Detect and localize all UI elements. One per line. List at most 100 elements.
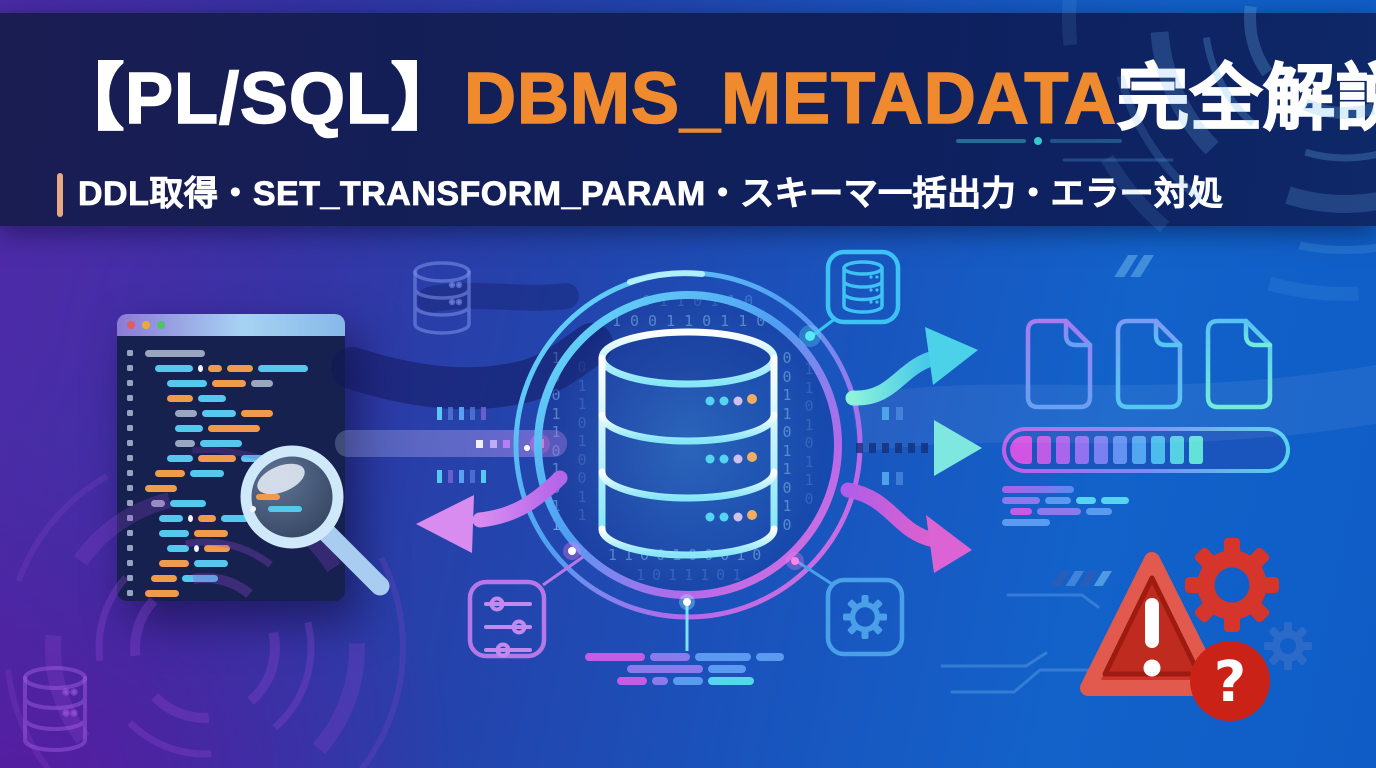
- code-segment: [1076, 497, 1096, 504]
- page-title: 【PL/SQL】DBMS_METADATA完全解説: [51, 57, 1376, 141]
- code-segment: [1045, 497, 1071, 504]
- code-segment: [194, 530, 228, 537]
- code-segment: [241, 455, 269, 462]
- title-highlight: DBMS_METADATA: [463, 58, 1117, 140]
- binary-column: 1 0 0 1 1 0 1 0 1 1: [551, 349, 561, 534]
- warning-triangle-icon: [1080, 552, 1224, 696]
- title-suffix: 完全解説: [1116, 58, 1376, 140]
- progress-segment: [1189, 436, 1203, 464]
- code-segment: [159, 515, 183, 522]
- code-line: [585, 653, 784, 661]
- code-segment: [155, 365, 193, 372]
- gutter-mark: [127, 545, 133, 551]
- progress-bar: [1002, 427, 1290, 473]
- code-segment: [204, 545, 230, 552]
- binary-column: 0 1 1 0 1 0 0 1 1: [577, 358, 587, 524]
- code-line: [167, 545, 335, 552]
- code-line: [1002, 486, 1129, 493]
- code-segment: [1002, 519, 1050, 526]
- code-segment: [1002, 486, 1074, 493]
- code-segment: [585, 653, 645, 661]
- code-segment: [198, 395, 226, 402]
- code-segment: [200, 440, 242, 447]
- code-segment: [221, 515, 249, 522]
- connector-gear-box: [786, 552, 833, 586]
- traffic-light-dot: [157, 321, 165, 329]
- gutter-mark: [127, 530, 133, 536]
- arrow-out-bottom: [840, 482, 972, 573]
- code-segment: [212, 380, 246, 387]
- slash-marks: [1051, 571, 1112, 586]
- code-segment: [673, 677, 703, 685]
- code-line: [155, 470, 335, 477]
- sliders-box-icon: [467, 579, 547, 659]
- traffic-light-dot: [127, 321, 135, 329]
- code-segment: [151, 575, 177, 582]
- output-log-lines-bottom: [585, 653, 784, 689]
- light-swoosh: [850, 364, 1376, 453]
- binary-arc: 1011101: [636, 566, 749, 584]
- database-box-icon: [825, 249, 901, 325]
- arrow-out-top: [845, 327, 978, 406]
- code-segment: [175, 425, 203, 432]
- code-segment: [617, 677, 647, 685]
- document-icon-1: [1025, 318, 1093, 410]
- code-line: [145, 350, 335, 357]
- gutter-mark: [127, 410, 133, 416]
- arrow-return-left: [416, 470, 568, 553]
- code-segment: [167, 380, 207, 387]
- code-segment: [1010, 508, 1032, 515]
- code-line: [159, 515, 335, 522]
- progress-segment: [1056, 436, 1070, 464]
- gutter-mark: [127, 380, 133, 386]
- code-segment: [159, 560, 189, 567]
- code-line: [151, 575, 335, 582]
- gutter-mark: [127, 590, 133, 596]
- code-segment: [190, 470, 224, 477]
- code-segment: [695, 653, 751, 661]
- code-line: [175, 425, 335, 432]
- progress-segment: [1075, 436, 1089, 464]
- code-segment: [627, 665, 703, 673]
- dark-ribbon: [417, 282, 579, 313]
- code-segment: [159, 530, 189, 537]
- code-segment: [1086, 508, 1112, 515]
- gutter-mark: [127, 470, 133, 476]
- code-line: [175, 410, 335, 417]
- gutter-mark: [127, 455, 133, 461]
- title-prefix: 【PL/SQL】: [51, 58, 465, 140]
- circuit-trace: [940, 593, 1108, 694]
- code-segment: [167, 455, 193, 462]
- ring-highlight: [627, 270, 705, 285]
- code-segment: [1101, 497, 1129, 504]
- gutter-mark: [127, 500, 133, 506]
- gutter-mark: [127, 560, 133, 566]
- code-segment: [188, 515, 193, 522]
- subtitle-accent-bar: [57, 173, 63, 217]
- faint-database-icon: [23, 666, 87, 752]
- progress-segment: [1151, 436, 1165, 464]
- code-segment: [1002, 497, 1040, 504]
- editor-gutter: [127, 350, 133, 596]
- code-segment: [155, 470, 185, 477]
- code-line: [175, 440, 335, 447]
- question-circle-icon: ?: [1190, 641, 1270, 721]
- code-line: [145, 590, 335, 597]
- code-segment: [241, 410, 273, 417]
- data-beam-bits: [476, 434, 550, 454]
- slash-marks-top: [1114, 255, 1154, 277]
- code-segment: [708, 677, 754, 685]
- code-editor-window: [117, 314, 345, 601]
- code-line: [145, 485, 335, 492]
- code-segment: [167, 545, 189, 552]
- database-cylinder-icon: [598, 328, 778, 559]
- binary-arc: 100110110: [612, 312, 775, 330]
- binary-arc: 0110110: [642, 292, 762, 310]
- progress-segment: [1170, 436, 1184, 464]
- editor-code-lines: [145, 350, 335, 605]
- subtitle: DDL取得・SET_TRANSFORM_PARAM・スキーマ一括出力・エラー対処: [78, 175, 1224, 214]
- code-segment: [194, 545, 199, 552]
- exclamation-mark: [1145, 598, 1159, 648]
- code-segment: [145, 485, 177, 492]
